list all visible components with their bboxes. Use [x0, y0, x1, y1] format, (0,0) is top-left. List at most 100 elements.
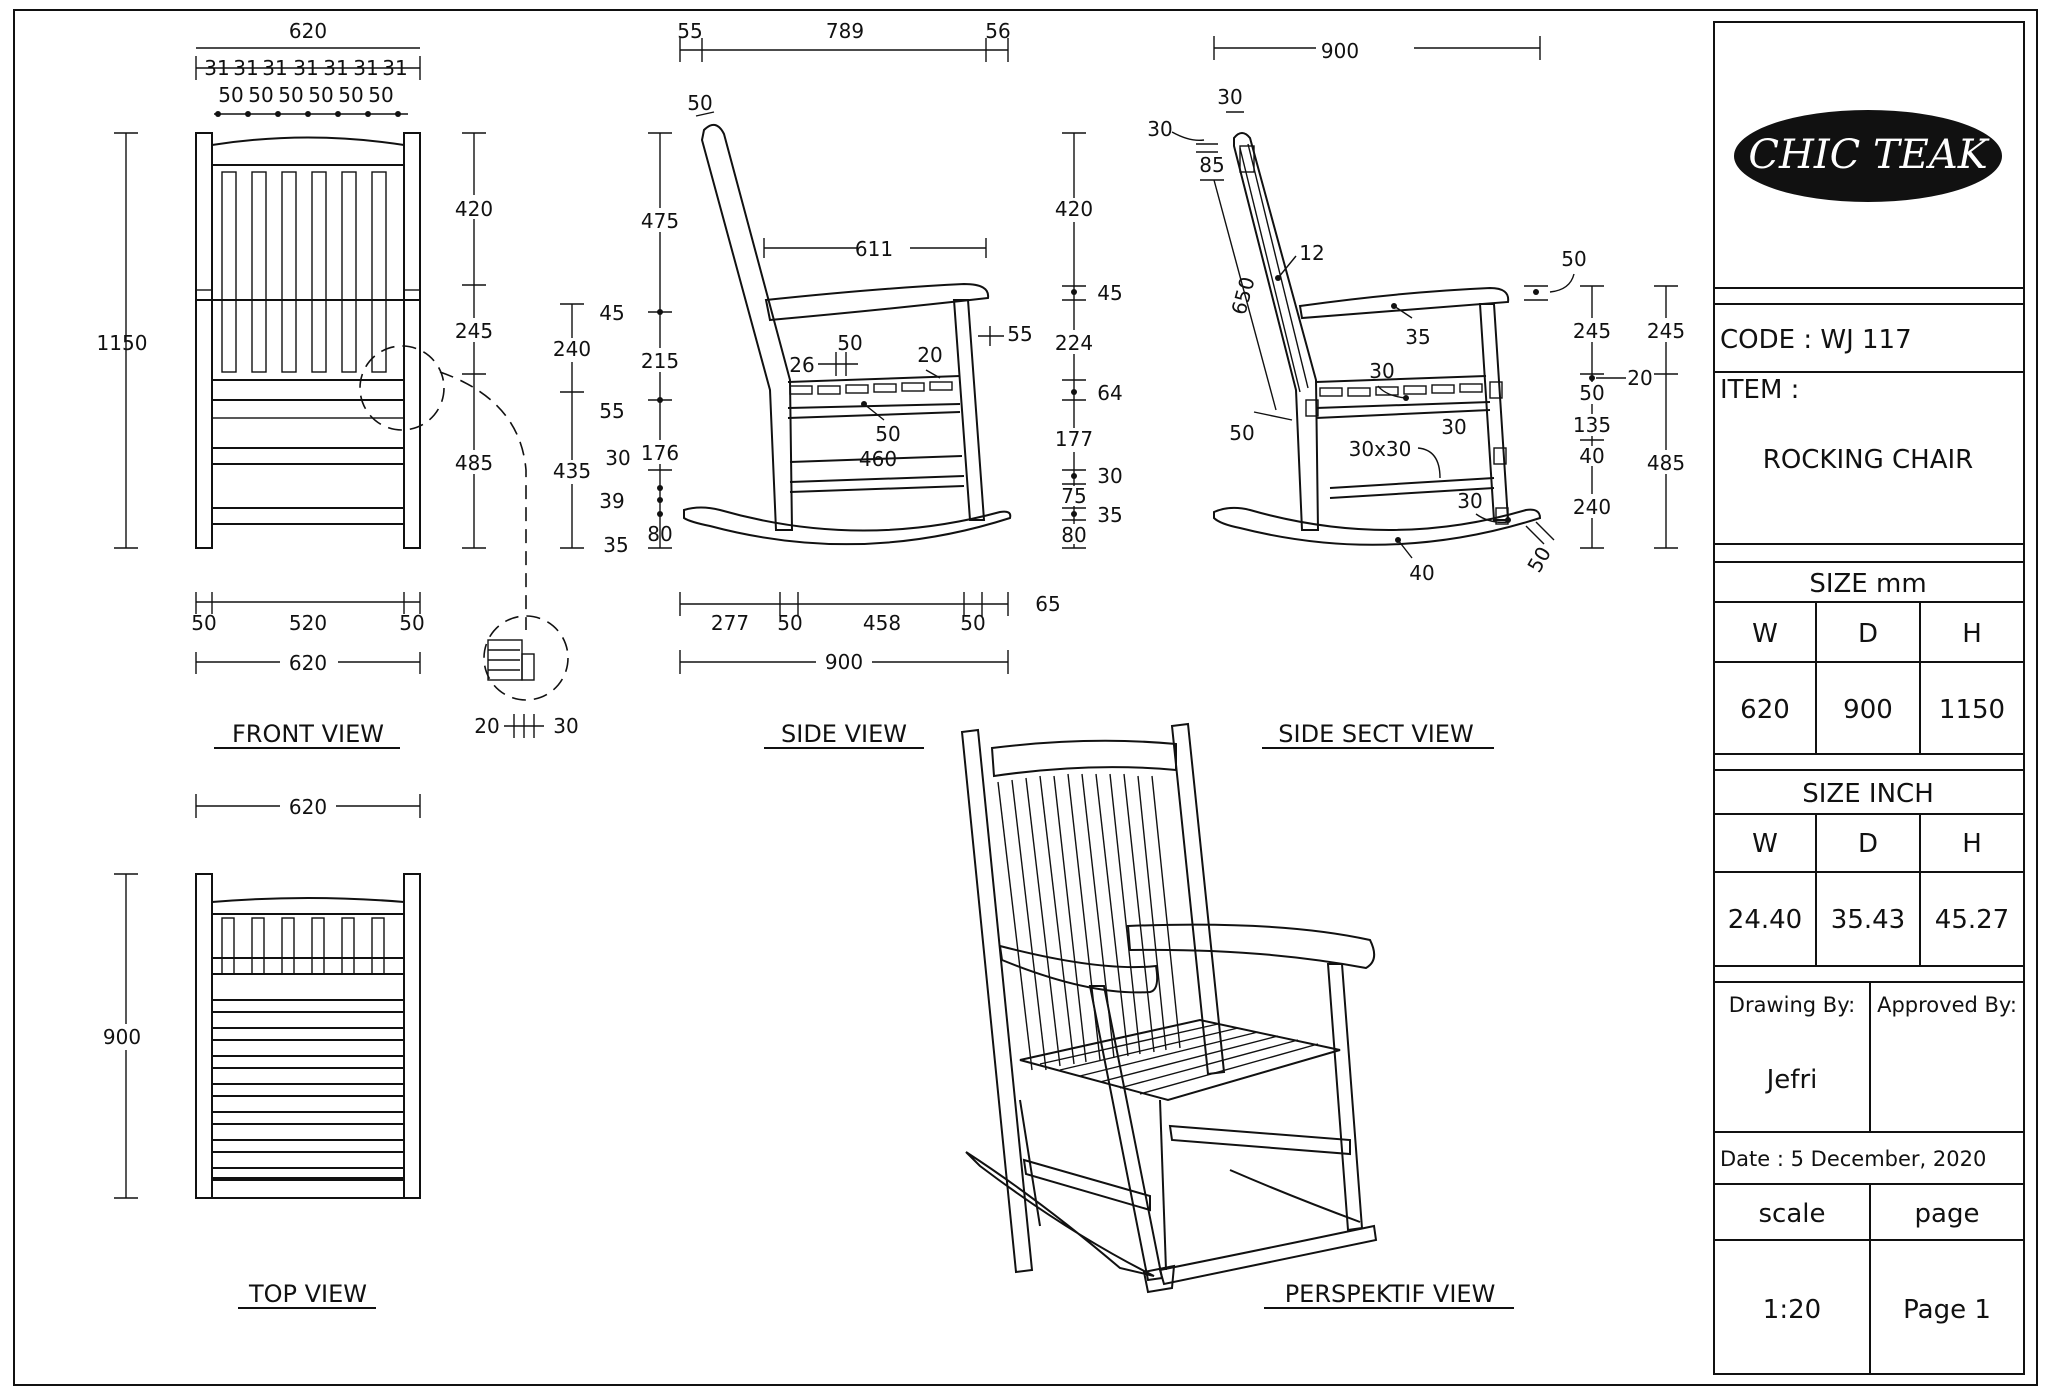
side-dim-r80: 80: [1061, 523, 1086, 547]
sect-dim-s30c: 30: [1457, 489, 1482, 513]
sect-dim-t30: 30: [1217, 85, 1242, 109]
front-dim-mid: 245: [455, 319, 493, 343]
svg-text:50: 50: [368, 83, 393, 107]
front-dim-total-top: 620: [289, 19, 327, 43]
sect-dim-r40: 40: [1579, 444, 1604, 468]
side-dim-top-right: 56: [985, 19, 1010, 43]
svg-text:31: 31: [233, 56, 258, 80]
side-sect-view-title: SIDE SECT VIEW: [1278, 720, 1473, 748]
top-dim-depth: 900: [103, 1025, 141, 1049]
side-dim-post: 50: [687, 91, 712, 115]
size-mm-label: SIZE mm: [1809, 569, 1926, 599]
side-dim-r35: 35: [1097, 503, 1122, 527]
side-dim-top-mid: 789: [826, 19, 864, 43]
side-dim-80: 80: [647, 522, 672, 546]
side-dim-slat50: 50: [837, 331, 862, 355]
page-value: Page 1: [1903, 1295, 1991, 1325]
sheet-border: [13, 9, 2038, 1386]
side-dim-45: 45: [599, 301, 624, 325]
approved-by-label: Approved By:: [1877, 993, 2017, 1017]
scale-value: 1:20: [1763, 1295, 1821, 1325]
side-dim-b277: 277: [711, 611, 749, 635]
side-dim-55: 55: [599, 399, 624, 423]
page-label: page: [1915, 1199, 1980, 1229]
front-dim-total-bottom: 620: [289, 651, 327, 675]
front-dim-slat-width: 50: [218, 83, 243, 107]
perspective-view-title: PERSPEKTIF VIEW: [1285, 1280, 1496, 1308]
side-dim-arm55: 55: [1007, 322, 1032, 346]
side-dim-435: 435: [553, 459, 591, 483]
side-sect-view-drawing: 900 30 30 85 650 12 50 35 50 3: [1147, 36, 1686, 749]
size-mm-w-header: W: [1752, 619, 1778, 649]
front-view-title: FRONT VIEW: [232, 720, 384, 748]
front-dim-height: 1150: [97, 331, 148, 355]
svg-text:31: 31: [262, 56, 287, 80]
side-dim-r64: 64: [1097, 381, 1122, 405]
sect-dim-r20: 20: [1627, 366, 1652, 390]
sect-dim-r245b: 245: [1647, 319, 1685, 343]
front-view-drawing: 620 31 31 31 31 31 31 31 50 50 50 50 50 …: [97, 19, 579, 749]
svg-text:50: 50: [338, 83, 363, 107]
top-view-title: TOP VIEW: [248, 1280, 367, 1308]
side-dim-b458: 458: [863, 611, 901, 635]
sect-dim-t650: 650: [1227, 274, 1260, 317]
size-inch-h-header: H: [1962, 829, 1982, 859]
svg-text:31: 31: [323, 56, 348, 80]
svg-text:31: 31: [382, 56, 407, 80]
side-view-title: SIDE VIEW: [781, 720, 907, 748]
size-mm-h: 1150: [1939, 695, 2005, 725]
sect-dim-s40: 40: [1409, 561, 1434, 585]
detail-dim-a: 20: [474, 714, 499, 738]
drawing-date: Date : 5 December, 2020: [1720, 1147, 1986, 1171]
svg-text:50: 50: [248, 83, 273, 107]
side-dim-arm: 611: [855, 237, 893, 261]
size-mm-d: 900: [1843, 695, 1893, 725]
size-inch-label: SIZE INCH: [1802, 779, 1934, 809]
svg-text:50: 50: [308, 83, 333, 107]
title-block: CHIC TEAK CODE : WJ 117 ITEM : ROCKING C…: [1713, 21, 2025, 1375]
size-inch-h: 45.27: [1935, 905, 2009, 935]
sect-dim-s30b: 30: [1441, 415, 1466, 439]
chic-teak-logo: [1734, 110, 2002, 202]
svg-text:50: 50: [278, 83, 303, 107]
size-inch-d: 35.43: [1831, 905, 1905, 935]
svg-text:31: 31: [293, 56, 318, 80]
side-dim-rail460: 460: [859, 447, 897, 471]
sect-dim-r135: 135: [1573, 413, 1611, 437]
size-inch-w: 24.40: [1728, 905, 1802, 935]
front-dim-leg-left: 50: [191, 611, 216, 635]
side-dim-r30: 30: [1097, 464, 1122, 488]
perspective-view-drawing: PERSPEKTIF VIEW: [960, 722, 1514, 1309]
sect-dim-arm35: 35: [1405, 325, 1430, 349]
sect-dim-s30: 30: [1369, 359, 1394, 383]
front-dim-slat-gap: 31: [204, 56, 229, 80]
side-dim-slat20: 20: [917, 343, 942, 367]
size-mm-w: 620: [1740, 695, 1790, 725]
sect-dim-r50: 50: [1579, 381, 1604, 405]
sect-dim-t12: 12: [1299, 241, 1324, 265]
size-mm-d-header: D: [1858, 619, 1878, 649]
side-dim-215: 215: [641, 349, 679, 373]
side-dim-30: 30: [605, 446, 630, 470]
front-dim-leg-right: 50: [399, 611, 424, 635]
sect-dim-arm50: 50: [1561, 247, 1586, 271]
side-dim-39: 39: [599, 489, 624, 513]
scale-label: scale: [1759, 1199, 1826, 1229]
side-dim-seat50: 50: [875, 422, 900, 446]
side-dim-top-left: 55: [677, 19, 702, 43]
drawing-by-name: Jefri: [1765, 1065, 1818, 1095]
side-dim-slat26: 26: [789, 353, 814, 377]
side-dim-b900: 900: [825, 650, 863, 674]
side-dim-b50b: 50: [960, 611, 985, 635]
front-dim-between: 520: [289, 611, 327, 635]
side-dim-240: 240: [553, 337, 591, 361]
side-dim-r420: 420: [1055, 197, 1093, 221]
product-code: CODE : WJ 117: [1720, 325, 1912, 355]
sect-dim-r485: 485: [1647, 451, 1685, 475]
side-dim-r224: 224: [1055, 331, 1093, 355]
sect-dim-top900: 900: [1321, 39, 1359, 63]
sect-dim-r245a: 245: [1573, 319, 1611, 343]
detail-dim-b: 30: [553, 714, 578, 738]
size-mm-h-header: H: [1962, 619, 1982, 649]
